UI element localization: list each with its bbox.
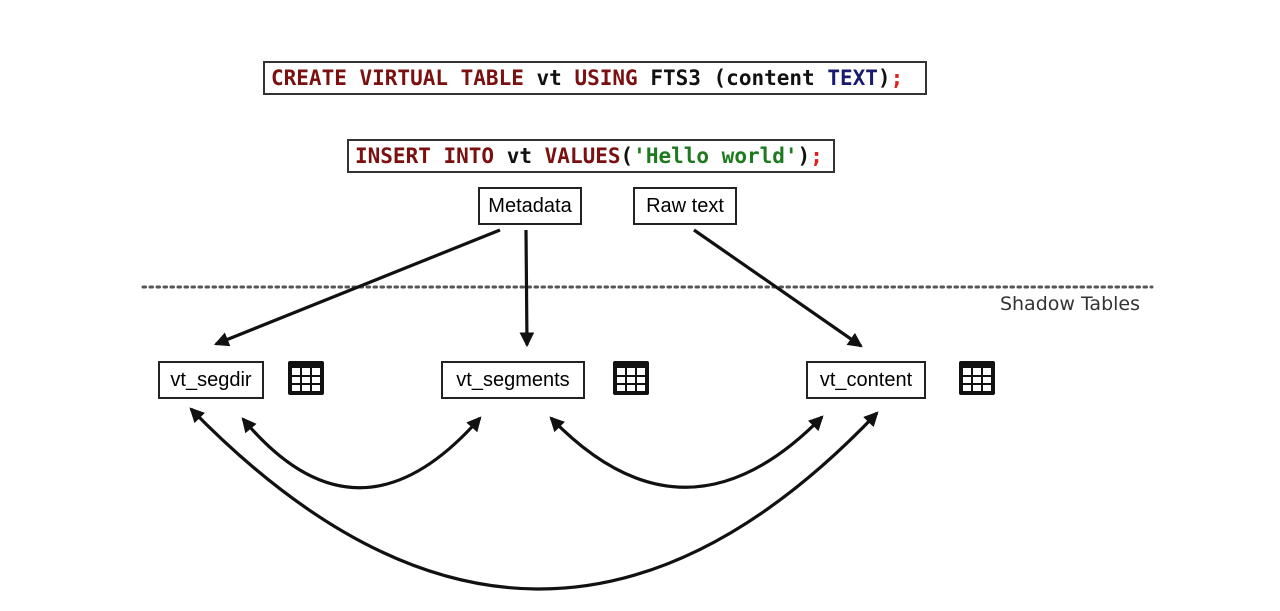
- sql-token: CREATE VIRTUAL TABLE: [271, 66, 524, 90]
- sql-token: USING: [574, 66, 638, 90]
- sql-token: ): [797, 144, 811, 168]
- arrow-segdir-content: [189, 407, 879, 591]
- vt-content-box: vt_content: [806, 361, 926, 399]
- table-grid-icon: [288, 361, 324, 395]
- sql-token: INSERT INTO: [355, 144, 495, 168]
- arrow-metadata-to-segdir: [213, 228, 501, 347]
- sql-token: ;: [810, 144, 823, 168]
- table-grid-icon: [959, 361, 995, 395]
- sql-token: ): [877, 66, 891, 90]
- sql-token: (: [620, 144, 634, 168]
- vt-segments-box: vt_segments: [441, 361, 585, 399]
- sql-token: vt: [494, 144, 545, 168]
- raw-text-box: Raw text: [633, 187, 737, 225]
- arrow-segdir-segments: [241, 416, 482, 490]
- table-grid-icon: [613, 361, 649, 395]
- shadow-tables-label: Shadow Tables: [999, 293, 1140, 315]
- sql-token: vt: [523, 66, 575, 90]
- create-table-statement: CREATE VIRTUAL TABLE vt USING FTS3 (cont…: [263, 61, 927, 95]
- sql-token: VALUES: [544, 144, 621, 168]
- insert-statement: INSERT INTO vt VALUES('Hello world');: [347, 139, 835, 173]
- arrow-metadata-to-segments: [519, 229, 535, 348]
- sql-token: 'Hello world': [633, 144, 798, 168]
- sql-token: FTS3 (content: [637, 66, 828, 90]
- sql-token: ;: [890, 66, 904, 90]
- arrow-rawtext-to-content: [693, 228, 863, 348]
- sql-token: TEXT: [827, 66, 878, 90]
- vt-segdir-box: vt_segdir: [158, 361, 264, 399]
- metadata-box: Metadata: [478, 187, 582, 225]
- arrow-segments-content: [549, 415, 824, 489]
